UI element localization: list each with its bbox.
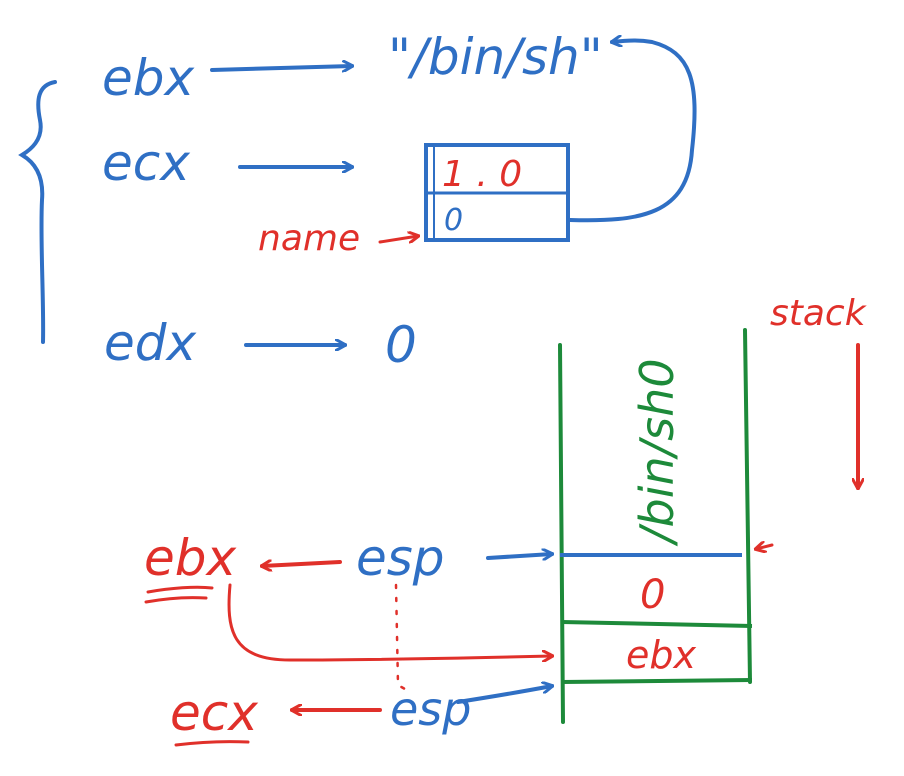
ecx-register-label: ecx (102, 134, 190, 192)
stack-top-marker (756, 545, 774, 549)
argv-array: 1 . 0 0 (424, 143, 570, 242)
esp-to-ebx-arrow (262, 562, 342, 566)
name-label: name (258, 218, 360, 259)
argv-to-string-arrow (568, 41, 697, 223)
stack-string-cell: /bin/sh0 (630, 358, 684, 547)
stack-cell-ebx: ebx (626, 633, 697, 677)
bin-sh-string: "/bin/sh" (388, 28, 603, 86)
register-brace (18, 80, 57, 344)
ebx-underline (144, 585, 214, 604)
ecx-underline (174, 740, 250, 747)
ebx-arrow (210, 66, 352, 70)
esp-dotted-trail (394, 583, 412, 694)
argv-cell-top: 1 . 0 (442, 154, 522, 195)
name-arrow (378, 236, 418, 244)
bottom-ecx-label: ecx (170, 684, 258, 742)
esp-first-label: esp (356, 529, 445, 587)
ebx-register-label: ebx (102, 49, 195, 107)
stack-cell-zero: 0 (640, 572, 665, 618)
stack-label: stack (770, 293, 868, 334)
esp-second-label: esp (390, 682, 471, 736)
argv-cell-bottom: 0 (444, 203, 463, 238)
edx-value: 0 (385, 316, 417, 374)
ebx-to-stack-arrow (227, 583, 552, 660)
esp-second-to-stack-arrow (456, 686, 552, 704)
bottom-ebx-label: ebx (144, 529, 237, 587)
edx-register-label: edx (104, 314, 197, 372)
stack-column: /bin/sh0 0 ebx (558, 328, 753, 724)
esp-to-stack-arrow (486, 554, 552, 558)
